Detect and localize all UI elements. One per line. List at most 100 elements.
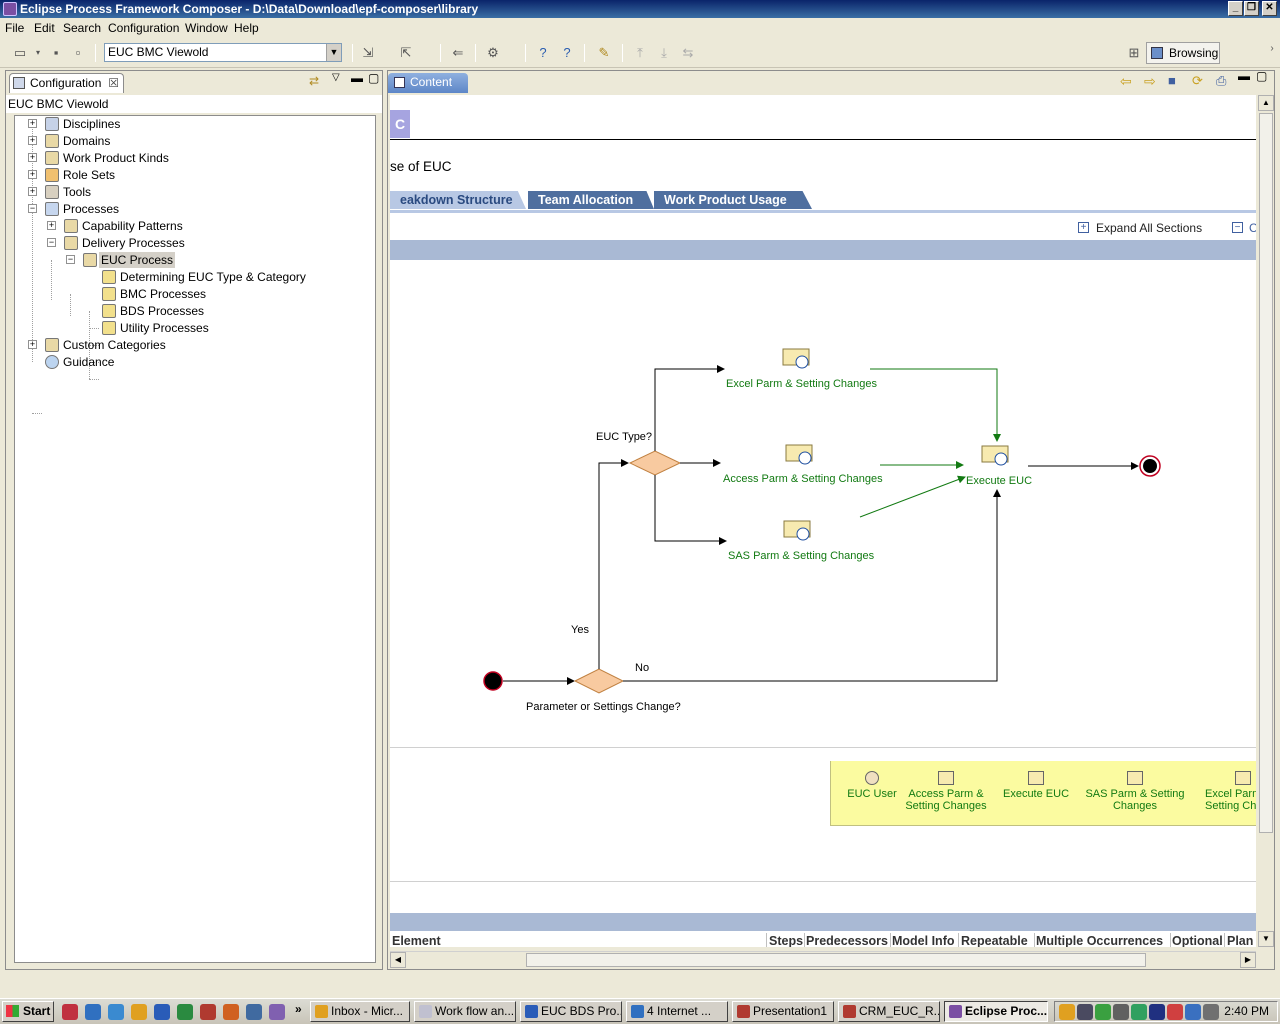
tray-icon[interactable] — [1203, 1004, 1219, 1020]
view-menu-icon[interactable]: ▽ — [332, 72, 340, 83]
taskbar-item-workflow[interactable]: Work flow an... — [414, 1001, 516, 1022]
pencil-icon[interactable]: ✎ — [598, 45, 610, 60]
col-element[interactable]: Element — [392, 934, 441, 947]
activity-execute-label[interactable]: Execute EUC — [966, 475, 1033, 487]
horizontal-scroll-thumb[interactable] — [526, 953, 1146, 967]
decision-type-node[interactable] — [628, 450, 682, 476]
close-button[interactable]: ✕ — [1262, 1, 1277, 16]
quicklaunch-word-icon[interactable] — [154, 1004, 170, 1020]
tray-icon[interactable] — [1131, 1004, 1147, 1020]
activity-icon-access[interactable] — [785, 444, 813, 465]
toolbar-overflow-icon[interactable]: › — [1270, 43, 1274, 54]
col-model-info[interactable]: Model Info — [892, 934, 955, 947]
scroll-right-icon[interactable]: ▶ — [1240, 952, 1256, 968]
tray-icon[interactable] — [1077, 1004, 1093, 1020]
tray-icon[interactable] — [1149, 1004, 1165, 1020]
help-contents-icon[interactable]: ? — [563, 45, 571, 60]
menu-search[interactable]: Search — [63, 21, 102, 35]
configuration-combo[interactable]: EUC BMC Viewold ▼ — [104, 43, 342, 62]
refresh-icon[interactable]: ⟳ — [1192, 73, 1203, 88]
maximize-button[interactable]: ❐ — [1244, 1, 1259, 16]
browsing-perspective-button[interactable]: Browsing — [1146, 42, 1220, 64]
menu-window[interactable]: Window — [185, 21, 228, 35]
detail-item[interactable]: SAS Parm & Setting Changes — [1083, 771, 1187, 812]
maximize-view-icon[interactable]: ▢ — [1256, 69, 1268, 83]
taskbar-item-euc-bds[interactable]: EUC BDS Pro... — [520, 1001, 622, 1022]
collapse-all-icon[interactable]: − — [1232, 222, 1243, 233]
col-steps[interactable]: Steps — [769, 934, 804, 947]
taskbar-item-inbox[interactable]: Inbox - Micr... — [310, 1001, 410, 1022]
taskbar-item-eclipse[interactable]: Eclipse Proc... — [944, 1001, 1048, 1022]
menu-configuration[interactable]: Configuration — [108, 21, 180, 35]
activity-icon-execute[interactable] — [981, 445, 1009, 466]
quicklaunch-excel-icon[interactable] — [177, 1004, 193, 1020]
tab-content[interactable]: Content — [388, 73, 468, 93]
col-predecessors[interactable]: Predecessors — [806, 934, 889, 947]
quicklaunch-publisher-icon[interactable] — [246, 1004, 262, 1020]
taskbar-item-internet[interactable]: 4 Internet ... — [626, 1001, 728, 1022]
quicklaunch-powerpoint-icon[interactable] — [200, 1004, 216, 1020]
tray-icon[interactable] — [1113, 1004, 1129, 1020]
detail-item[interactable]: Execute EUC — [999, 771, 1073, 800]
quicklaunch-app-icon[interactable] — [62, 1004, 78, 1020]
collapse-icon[interactable]: − — [28, 203, 37, 213]
expand-icon[interactable]: + — [47, 220, 56, 230]
quicklaunch-app-icon[interactable] — [108, 1004, 124, 1020]
expand-icon[interactable]: + — [28, 186, 37, 196]
activity-access-label[interactable]: Access Parm & Setting Changes — [723, 473, 883, 485]
detail-item[interactable]: Access Parm & Setting Changes — [903, 771, 989, 812]
scroll-down-icon[interactable]: ▼ — [1258, 931, 1274, 947]
forward-icon[interactable]: ⇨ — [1144, 73, 1156, 89]
tab-work-breakdown-structure[interactable]: eakdown Structure — [390, 191, 526, 209]
indent-icon[interactable]: ⇆ — [682, 45, 694, 60]
activity-sas-label[interactable]: SAS Parm & Setting Changes — [728, 550, 875, 562]
activity-icon-sas[interactable] — [783, 520, 811, 541]
maximize-view-icon[interactable]: ▢ — [368, 71, 380, 85]
collapse-icon[interactable]: − — [66, 254, 75, 264]
tray-icon[interactable] — [1167, 1004, 1183, 1020]
expand-icon[interactable]: + — [28, 152, 37, 162]
new-icon[interactable]: ▭ — [13, 45, 27, 60]
minimize-view-icon[interactable]: ▬ — [1238, 69, 1250, 83]
menu-edit[interactable]: Edit — [34, 21, 55, 35]
sync-icon[interactable]: ⇄ — [309, 74, 320, 88]
scroll-up-icon[interactable]: ▲ — [1258, 95, 1274, 111]
quicklaunch-ie-icon[interactable] — [85, 1004, 101, 1020]
activity-icon-excel[interactable] — [782, 348, 810, 369]
taskbar-item-presentation[interactable]: Presentation1 — [732, 1001, 834, 1022]
save-all-icon[interactable]: ▫ — [75, 45, 81, 60]
tray-icon[interactable] — [1185, 1004, 1201, 1020]
detail-item[interactable]: Excel Parm Setting Ch — [1205, 771, 1256, 812]
publish-icon[interactable]: ⚙ — [487, 45, 499, 60]
tray-icon[interactable] — [1059, 1004, 1075, 1020]
col-repeatable[interactable]: Repeatable — [961, 934, 1028, 947]
close-icon[interactable]: ☒ — [108, 76, 119, 90]
minimize-button[interactable]: _ — [1228, 1, 1243, 16]
print-icon[interactable]: ⎙ — [1216, 73, 1227, 88]
scroll-left-icon[interactable]: ◀ — [390, 952, 406, 968]
minimize-view-icon[interactable]: ▬ — [351, 71, 363, 85]
detail-item[interactable]: EUC User — [841, 771, 903, 800]
tray-icon[interactable] — [1095, 1004, 1111, 1020]
new-dropdown-icon[interactable]: ▾ — [35, 48, 40, 57]
menu-file[interactable]: File — [5, 21, 25, 35]
collapse-all-fragment[interactable]: C — [1249, 221, 1256, 235]
col-multiple-occurrences[interactable]: Multiple Occurrences — [1036, 934, 1164, 947]
collapse-icon[interactable]: − — [47, 237, 56, 247]
quicklaunch-app-icon[interactable] — [269, 1004, 285, 1020]
expand-all-link[interactable]: Expand All Sections — [1096, 221, 1203, 235]
expand-icon[interactable]: + — [28, 169, 37, 179]
quicklaunch-overflow[interactable]: » — [295, 1002, 302, 1016]
start-button[interactable]: Start — [2, 1001, 54, 1022]
col-optional[interactable]: Optional — [1172, 934, 1223, 947]
back-icon[interactable]: ⇐ — [452, 45, 464, 60]
back-icon[interactable]: ⇦ — [1120, 73, 1132, 89]
chevron-down-icon[interactable]: ▼ — [326, 44, 341, 61]
tab-work-product-usage[interactable]: Work Product Usage — [654, 191, 812, 209]
open-perspective-icon[interactable]: ⊞ — [1128, 45, 1140, 60]
expand-icon[interactable]: + — [28, 135, 37, 145]
import-icon[interactable]: ⇲ — [362, 45, 374, 60]
vertical-scroll-thumb[interactable] — [1259, 113, 1273, 833]
move-up-icon[interactable]: ⤒ — [637, 45, 643, 60]
decision-change-node[interactable] — [573, 668, 625, 694]
